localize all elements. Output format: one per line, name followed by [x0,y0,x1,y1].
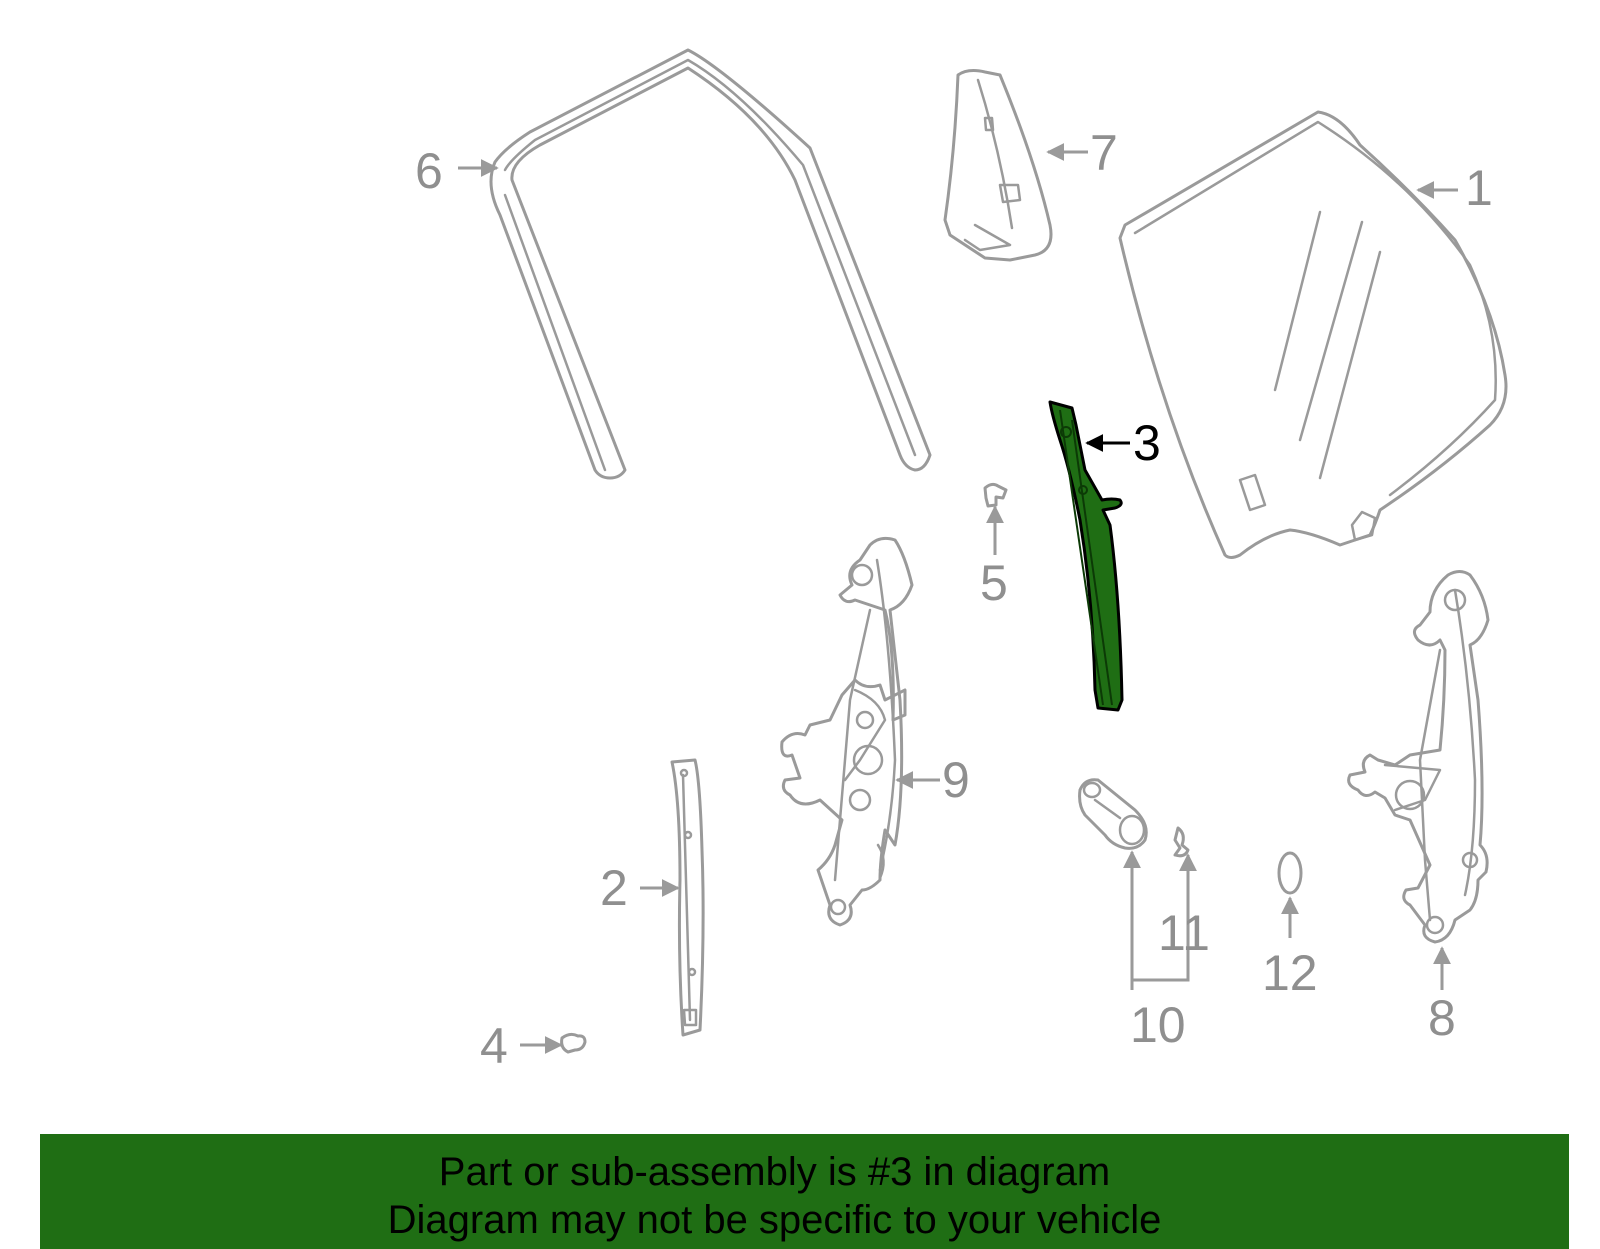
callout-7: 7 [1090,125,1118,181]
callout-3: 3 [1133,415,1161,471]
part-1-door-glass[interactable] [1118,110,1508,559]
callout-6: 6 [415,143,443,199]
callout-5: 5 [980,555,1008,611]
callout-2: 2 [600,860,628,916]
callout-8: 8 [1428,990,1456,1046]
callout-1: 1 [1465,160,1493,216]
callout-arrows [458,143,1458,1054]
callout-11: 11 [1158,905,1210,961]
part-6-window-frame[interactable] [489,48,932,480]
banner-line-2: Diagram may not be specific to your vehi… [387,1198,1162,1242]
part-4-screw[interactable] [560,1032,587,1054]
banner-line-1: Part or sub-assembly is #3 in diagram [438,1150,1111,1194]
part-9-window-regulator[interactable] [780,536,914,927]
part-11-hook[interactable] [1173,826,1190,858]
info-banner: Part or sub-assembly is #3 in diagram Di… [40,1134,1569,1249]
callout-4: 4 [480,1018,508,1074]
part-7-corner-trim[interactable] [943,69,1053,262]
part-2-rear-channel[interactable] [670,758,705,1037]
part-3-guide-channel[interactable] [1048,400,1124,712]
callout-9: 9 [942,752,970,808]
part-5-clip[interactable] [983,482,1008,508]
part-10-motor[interactable] [1078,778,1148,850]
callout-10: 10 [1130,997,1186,1053]
callout-12: 12 [1262,945,1318,1001]
part-8-window-regulator[interactable] [1347,570,1490,944]
part-12-grommet[interactable] [1277,851,1303,895]
